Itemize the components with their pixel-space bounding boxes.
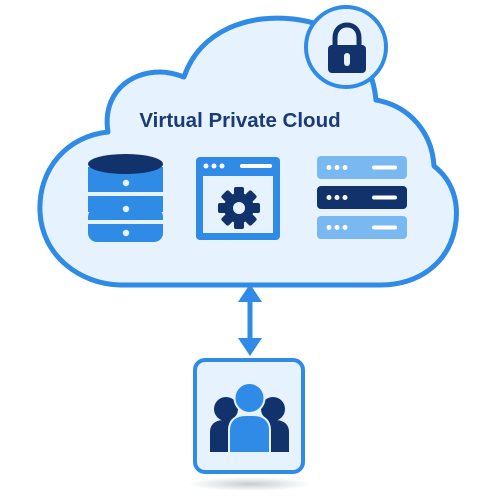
database-divider-2 (88, 220, 163, 224)
app-window-dot-3 (219, 163, 225, 169)
gear-hole (233, 202, 245, 214)
user-right-head (261, 397, 285, 421)
database-led-1 (122, 179, 130, 187)
user-center-head (233, 382, 266, 414)
database-led-2 (122, 205, 130, 213)
database-icon (88, 154, 163, 242)
cloud-title: Virtual Private Cloud (139, 109, 340, 132)
users-shadow (188, 477, 312, 491)
arrow-head-up (238, 284, 262, 302)
user-group-icon (210, 382, 289, 454)
lock-shackle (332, 22, 362, 48)
server-unit-1 (317, 156, 407, 179)
cloud-shape (37, 15, 459, 288)
lock-icon (328, 22, 366, 73)
server-unit-2 (317, 186, 407, 209)
server-unit-3 (317, 216, 407, 239)
bidirectional-arrow (238, 284, 262, 356)
user-left-head (214, 397, 238, 421)
database-lid (88, 154, 163, 174)
app-window-gear-icon (196, 157, 280, 240)
app-window-dot-2 (211, 163, 217, 169)
users-box (193, 358, 305, 474)
lock-keyhole (344, 53, 350, 66)
gear-icon (218, 187, 260, 229)
database-led-3 (122, 229, 130, 237)
server-rack-icon (317, 156, 407, 239)
cloud-icon (37, 15, 459, 288)
app-window-titlebar-line (240, 164, 272, 168)
database-bottom (88, 208, 163, 242)
app-window-dot-1 (203, 163, 209, 169)
lock-badge (304, 5, 388, 89)
database-divider-1 (88, 192, 163, 196)
arrow-head-down (238, 338, 262, 356)
user-center-body (228, 414, 271, 454)
